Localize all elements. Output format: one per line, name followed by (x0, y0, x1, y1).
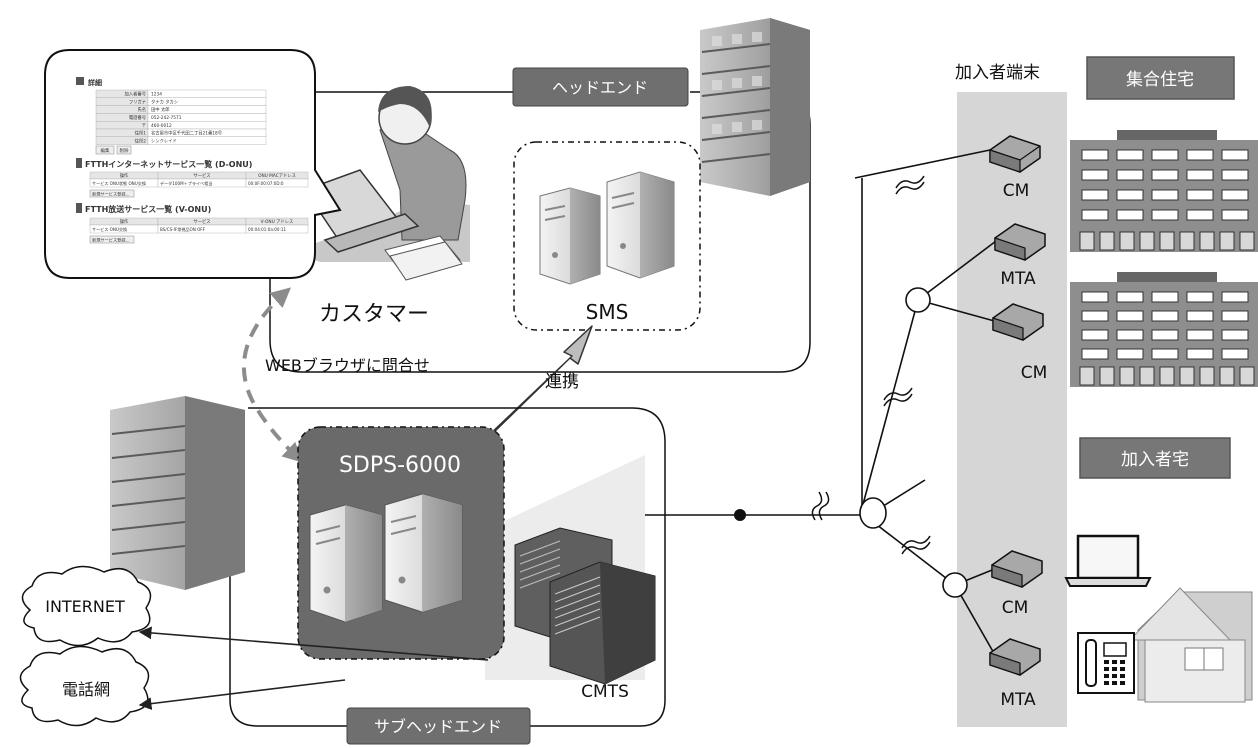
subscriber-home-label: 加入者宅 (1121, 450, 1189, 470)
apartment-building-2 (1070, 272, 1258, 387)
add-service-button-label: 新規サービス登録... (92, 191, 130, 198)
apartment-label: 集合住宅 (1126, 70, 1194, 90)
table-cell (245, 224, 309, 234)
headend-label: ヘッドエンド (552, 78, 648, 97)
sms-label: SMS (586, 300, 629, 324)
detail-value: 1234 (151, 92, 162, 98)
detail-table: 加入者番号 1234 フリガナタナカ タカシ氏名田中 太郎電話番号 052-242-7… (95, 89, 267, 145)
detail-key: 住所1 (135, 130, 147, 137)
table-header: サービス (193, 172, 210, 179)
table-cell (245, 178, 309, 188)
sub-headend-tag: サブヘッドエンド (346, 707, 531, 745)
modem-icon (994, 223, 1046, 261)
house-icon (1128, 587, 1253, 703)
subscriber-terminal-label: 加入者端末 (955, 63, 1040, 83)
table-cell-text: 00:04:01:0a:00:11 (248, 227, 286, 232)
link-label: 連携 (545, 372, 579, 392)
table-cell-text: サービス ONU交換 (92, 226, 127, 232)
detail-key: フリガナ (129, 98, 146, 105)
table-header: 操作 (120, 218, 129, 225)
detail-key-cell (95, 120, 149, 130)
detail-value: シンクレイド (151, 138, 177, 144)
internet-arrow (138, 626, 489, 661)
modem-icon (992, 303, 1044, 341)
table-cell-text: 00:0F:00:07:0D:0 (248, 181, 284, 186)
screen-section-ftth-broadcast: FTTH放送サービス一覧 (V-ONU) (85, 204, 211, 214)
screen-section-ftth-internet: FTTHインターネットサービス一覧 (D-ONU) (85, 159, 252, 169)
detail-value: 052-242-7571 (151, 115, 182, 121)
server-icon (384, 493, 463, 613)
modem-icon (989, 638, 1041, 676)
edit-button-label: 編集 (101, 147, 110, 154)
add-service-button-label: 新規サービス登録... (92, 237, 130, 244)
headend-tag: ヘッドエンド (512, 67, 689, 107)
server-icon (606, 171, 675, 279)
sub-headend-label: サブヘッドエンド (374, 717, 502, 736)
phone-network-arrow (138, 679, 346, 710)
detail-key: 〒 (142, 123, 146, 129)
delete-button (116, 145, 132, 155)
cmts-label: CMTS (581, 682, 629, 702)
table-header: ONU MACアドレス (258, 173, 296, 179)
table-header: V-ONU アドレス (261, 219, 294, 225)
phone-network-label: 電話網 (62, 680, 110, 699)
modem-icon (991, 550, 1043, 588)
sdps-label: SDPS-6000 (339, 453, 461, 478)
detail-key: 加入者番号 (125, 91, 146, 98)
cm-label: CM (1003, 181, 1030, 201)
detail-key: 氏名 (137, 106, 146, 113)
table-cell-text: データ100M＋プライベ相当 (160, 180, 212, 186)
internet-label: INTERNET (45, 597, 125, 616)
apartment-building-1 (1070, 130, 1258, 252)
browser-query-label: WEBブラウザに問合せ (265, 356, 430, 375)
edit-button (95, 145, 115, 155)
internet-cloud: INTERNET (21, 565, 152, 647)
operator-illustration (292, 86, 470, 281)
browser-query-arrow (242, 287, 303, 463)
table-header: 操作 (120, 172, 129, 179)
delete-button-label: 削除 (120, 147, 129, 154)
table-header: サービス (193, 218, 210, 225)
telephone-icon (1077, 632, 1135, 694)
subscriber-home-tag: 加入者宅 (1079, 437, 1231, 479)
cmts-rack-icon (549, 561, 656, 685)
cable-lines (645, 149, 1001, 656)
server-icon (309, 504, 383, 623)
table-cell-text: サービス ONU状態 ONU交換 (92, 180, 146, 186)
detail-value: 名古屋市中区千代田二丁目21番18号 (151, 130, 222, 137)
cm-label: CM (1021, 363, 1048, 383)
apartment-tag: 集合住宅 (1086, 56, 1235, 100)
laptop-icon (1064, 534, 1152, 587)
server-icon (539, 187, 601, 285)
screen-section-detail: 詳細 (88, 78, 102, 87)
customer-label: カスタマー (319, 302, 429, 327)
detail-value-cell (147, 89, 267, 99)
sub-headend-boundary (229, 407, 666, 727)
detail-value: タナカ タカシ (151, 98, 178, 105)
phone-network-cloud: 電話網 (19, 645, 150, 727)
detail-value: 460-0012 (151, 123, 172, 129)
detail-key: 住所2 (135, 137, 147, 144)
modem-icon (989, 135, 1041, 173)
sub-headend-building-icon (110, 396, 245, 590)
customer-screen-callout: 詳細 加入者番号 1234 フリガナタナカ タカシ氏名田中 太郎電話番号 052-24… (44, 49, 342, 279)
cm-label: CM (1002, 598, 1029, 618)
headend-building-icon (700, 18, 810, 196)
detail-value: 田中 太郎 (151, 106, 170, 113)
mta-label: MTA (1000, 269, 1036, 289)
table-cell-text: BS/CS-IF常視品ON OFF (160, 226, 206, 232)
detail-key: 電話番号 (129, 114, 146, 121)
mta-label: MTA (1000, 690, 1036, 710)
detail-value-cell (147, 136, 267, 145)
